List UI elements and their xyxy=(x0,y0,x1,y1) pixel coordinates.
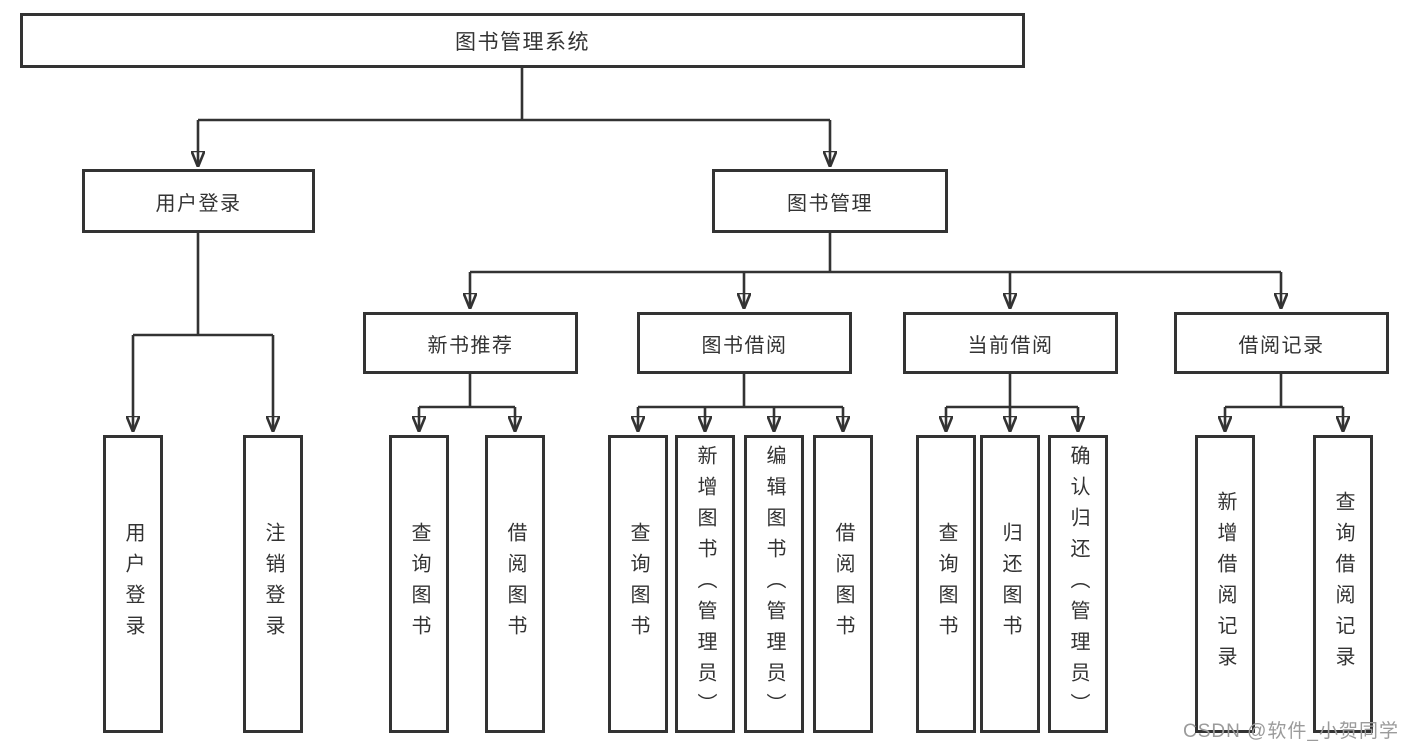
connector-root-trunk xyxy=(198,68,830,122)
leaf-user-login-label: 用户登录 xyxy=(122,522,144,646)
leaf-confirm-return-admin-label: 确认归还（管理员） xyxy=(1067,444,1089,724)
node-book-management: 图书管理 xyxy=(712,169,948,233)
leaf-borrow-books-borrowing-label: 借阅图书 xyxy=(832,522,854,646)
connector-user-login-trunk xyxy=(133,233,273,337)
leaf-query-books-borrowing-label: 查询图书 xyxy=(627,522,649,646)
leaf-query-borrow-record: 查询借阅记录 xyxy=(1313,435,1373,733)
leaf-borrow-books-borrowing: 借阅图书 xyxy=(813,435,873,733)
connector-book-mgmt-trunk xyxy=(470,233,1281,274)
leaf-query-books-current-label: 查询图书 xyxy=(935,522,957,646)
csdn-watermark: CSDN @软件_小贺同学 xyxy=(1183,721,1399,742)
leaf-query-books-recommend: 查询图书 xyxy=(389,435,449,733)
connector-current-borrow-trunk xyxy=(946,374,1078,409)
connector-new-book-rec-trunk xyxy=(419,374,515,409)
connector-borrow-records-trunk xyxy=(1225,374,1343,409)
leaf-query-borrow-record-label: 查询借阅记录 xyxy=(1332,491,1354,677)
node-new-book-recommend: 新书推荐 xyxy=(363,312,578,374)
node-root: 图书管理系统 xyxy=(20,13,1025,68)
leaf-edit-books-admin-label: 编辑图书（管理员） xyxy=(763,444,785,724)
node-book-borrowing: 图书借阅 xyxy=(637,312,852,374)
leaf-return-books-label: 归还图书 xyxy=(999,522,1021,646)
leaf-return-books: 归还图书 xyxy=(980,435,1040,733)
leaf-logout-label: 注销登录 xyxy=(262,522,284,646)
connector-book-borrow-trunk xyxy=(638,374,843,409)
leaf-add-borrow-record: 新增借阅记录 xyxy=(1195,435,1255,733)
node-user-login: 用户登录 xyxy=(82,169,315,233)
leaf-query-books-recommend-label: 查询图书 xyxy=(408,522,430,646)
leaf-confirm-return-admin: 确认归还（管理员） xyxy=(1048,435,1108,733)
leaf-borrow-books-recommend-label: 借阅图书 xyxy=(504,522,526,646)
node-borrow-records: 借阅记录 xyxy=(1174,312,1389,374)
leaf-add-books-admin: 新增图书（管理员） xyxy=(675,435,735,733)
leaf-query-books-borrowing: 查询图书 xyxy=(608,435,668,733)
leaf-edit-books-admin: 编辑图书（管理员） xyxy=(744,435,804,733)
node-current-borrowing: 当前借阅 xyxy=(903,312,1118,374)
leaf-logout: 注销登录 xyxy=(243,435,303,733)
leaf-borrow-books-recommend: 借阅图书 xyxy=(485,435,545,733)
leaf-add-borrow-record-label: 新增借阅记录 xyxy=(1214,491,1236,677)
leaf-add-books-admin-label: 新增图书（管理员） xyxy=(694,444,716,724)
leaf-query-books-current: 查询图书 xyxy=(916,435,976,733)
leaf-user-login: 用户登录 xyxy=(103,435,163,733)
